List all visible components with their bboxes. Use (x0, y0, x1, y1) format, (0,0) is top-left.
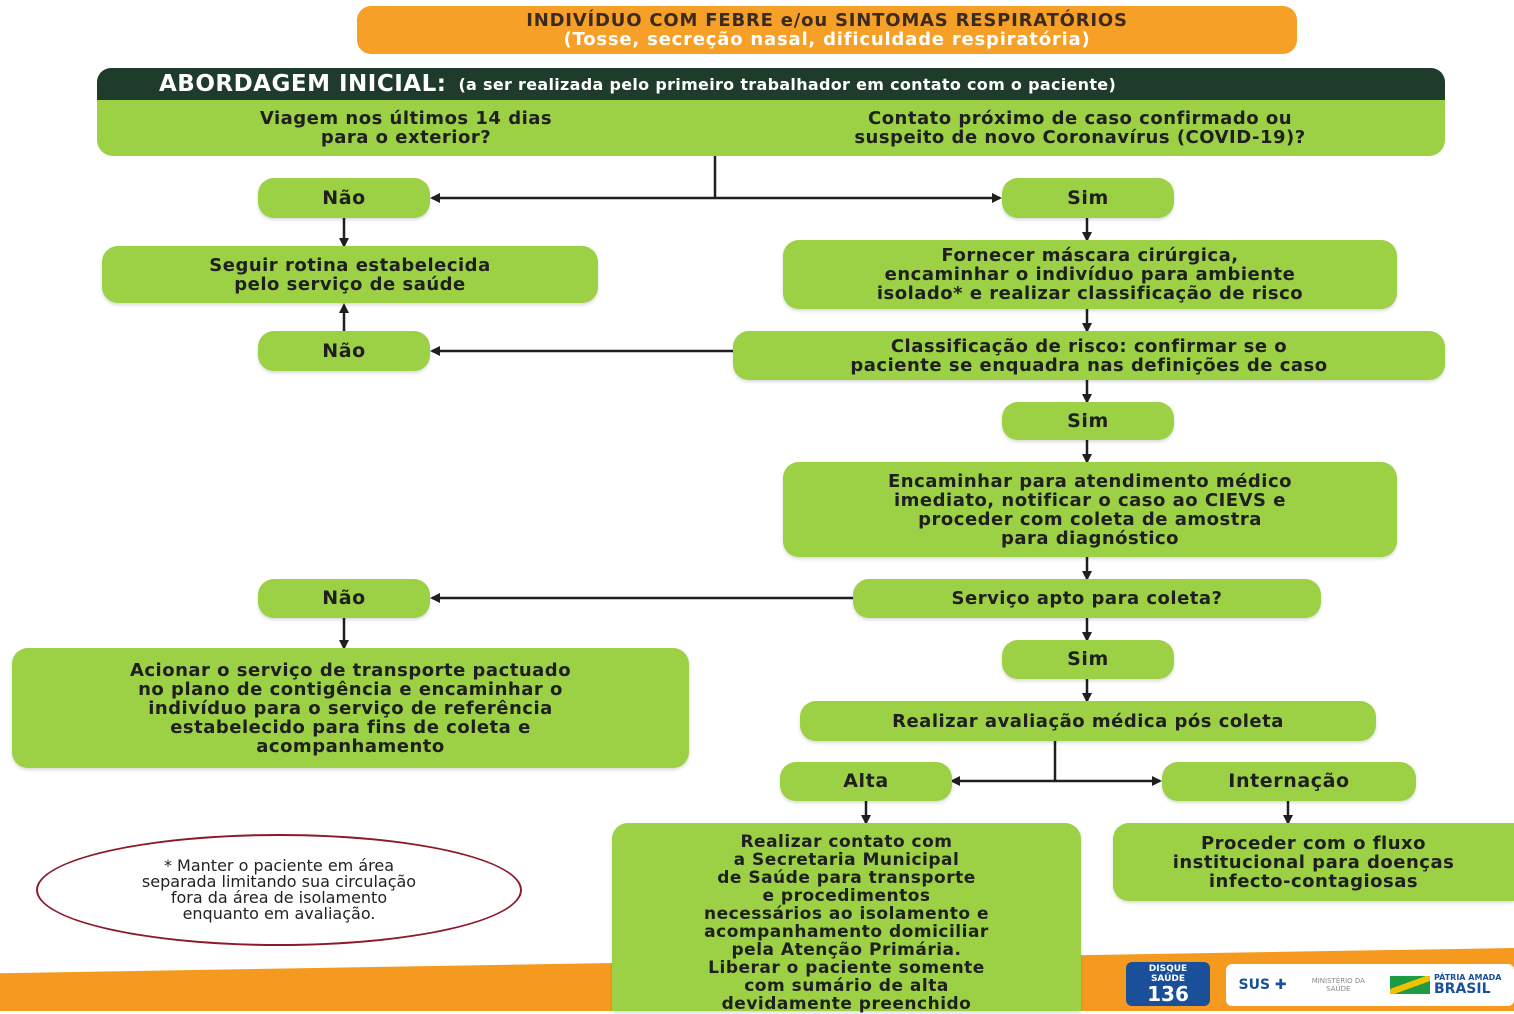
node-classificacao-risco: Classificação de risco: confirmar se o p… (733, 331, 1445, 380)
approach-title: ABORDAGEM INICIAL: (159, 71, 447, 97)
node-contato-line: e procedimentos (762, 886, 931, 906)
disque-saude-logo: DISQUE SAÚDE 136 (1126, 962, 1210, 1006)
node-avaliacao-medica: Realizar avaliação médica pós coleta (800, 701, 1376, 741)
node-proceder-line: Proceder com o fluxo (1200, 832, 1427, 854)
patria-line: PÁTRIA AMADA (1434, 973, 1502, 982)
node-fornecer-line: isolado* e realizar classificação de ris… (876, 283, 1304, 304)
question-contact: Contato próximo de caso confirmado ou su… (715, 100, 1445, 156)
node-avaliacao-label: Realizar avaliação médica pós coleta (892, 710, 1284, 732)
node-alta: Alta (780, 762, 952, 801)
node-fornecer-mascara: Fornecer máscara cirúrgica, encaminhar o… (783, 240, 1397, 309)
node-seguir-rotina: Seguir rotina estabelecida pelo serviço … (102, 246, 598, 303)
node-fornecer-line: encaminhar o indivíduo para ambiente (884, 264, 1296, 285)
node-servico-apto: Serviço apto para coleta? (853, 579, 1321, 618)
disque-number: 136 (1147, 982, 1189, 1006)
node-encaminhar-atendimento: Encaminhar para atendimento médico imedi… (783, 462, 1397, 557)
node-contato-line: necessários ao isolamento e (704, 904, 989, 924)
node-proceder-line: institucional para doenças (1172, 851, 1455, 873)
node-servico-label: Serviço apto para coleta? (951, 588, 1223, 609)
approach-note: (a ser realizada pelo primeiro trabalhad… (458, 74, 1117, 94)
sus-logo-icon: SUS ✚ (1238, 977, 1287, 993)
node-proceder-line: infecto-contagiosas (1208, 870, 1419, 892)
node-classificacao-line: paciente se enquadra nas definições de c… (850, 354, 1328, 376)
node-acionar-line: estabelecido para fins de coleta e (170, 716, 531, 738)
node-acionar-line: no plano de contigência e encaminhar o (138, 678, 563, 700)
ministerio-logo: MINISTÉRIO DA SAÚDE (1312, 977, 1365, 993)
flag-icon (1390, 976, 1431, 994)
node-encaminhar-line: Encaminhar para atendimento médico (888, 470, 1292, 492)
ministerio-line: SAÚDE (1326, 985, 1351, 993)
node-seguir-line: Seguir rotina estabelecida (209, 254, 491, 276)
node-contato-line: de Saúde para transporte (717, 868, 976, 888)
node-sim-1: Sim (1002, 178, 1174, 218)
node-contato-line: Liberar o paciente somente (708, 958, 985, 978)
node-proceder-fluxo: Proceder com o fluxo institucional para … (1113, 823, 1514, 901)
node-sim-2: Sim (1002, 402, 1174, 440)
node-contato-line: a Secretaria Municipal (733, 850, 960, 870)
node-nao-1-label: Não (322, 186, 366, 209)
node-contato-line: devidamente preenchido (721, 994, 972, 1014)
node-contato-secretaria: Realizar contato com a Secretaria Munici… (612, 823, 1081, 1014)
node-acionar-line: Acionar o serviço de transporte pactuado (129, 659, 572, 681)
question-contact-line: suspeito de novo Coronavírus (COVID-19)? (854, 127, 1306, 148)
footnote-line: fora da área de isolamento (170, 888, 388, 907)
node-alta-label: Alta (843, 770, 889, 792)
node-nao-2: Não (258, 331, 430, 371)
disque-line: SAÚDE (1150, 974, 1186, 984)
node-encaminhar-line: imediato, notificar o caso ao CIEVS e (894, 489, 1286, 511)
node-acionar-line: acompanhamento (256, 735, 445, 757)
node-seguir-line: pelo serviço de saúde (234, 273, 466, 295)
question-travel-line: Viagem nos últimos 14 dias (259, 108, 553, 129)
question-contact-line: Contato próximo de caso confirmado ou (867, 108, 1293, 129)
footnote-line: * Manter o paciente em área (163, 856, 395, 875)
patria-line: BRASIL (1434, 981, 1491, 997)
header-box: INDIVÍDUO COM FEBRE e/ou SINTOMAS RESPIR… (357, 6, 1297, 54)
node-contato-line: acompanhamento domiciliar (704, 922, 989, 942)
header-title: INDIVÍDUO COM FEBRE e/ou SINTOMAS RESPIR… (526, 10, 1128, 31)
approach-questions: Viagem nos últimos 14 dias para o exteri… (97, 100, 1445, 156)
question-travel-line: para o exterior? (320, 127, 492, 148)
node-nao-2-label: Não (322, 339, 366, 362)
isolation-footnote: * Manter o paciente em área separada lim… (36, 834, 522, 946)
header-subtitle: (Tosse, secreção nasal, dificuldade resp… (563, 29, 1091, 50)
patria-text: PÁTRIA AMADA BRASIL (1434, 973, 1501, 997)
disque-line: DISQUE (1148, 964, 1188, 974)
footnote-line: separada limitando sua circulação (141, 872, 417, 891)
node-nao-1: Não (258, 178, 430, 218)
question-travel: Viagem nos últimos 14 dias para o exteri… (97, 100, 715, 156)
node-nao-3-label: Não (322, 587, 366, 609)
node-nao-3: Não (258, 579, 430, 618)
node-contato-line: com sumário de alta (744, 976, 949, 996)
node-encaminhar-line: proceder com coleta de amostra (918, 508, 1262, 530)
node-sim-3: Sim (1002, 640, 1174, 679)
node-fornecer-line: Fornecer máscara cirúrgica, (941, 245, 1239, 266)
node-sim-1-label: Sim (1067, 186, 1109, 209)
government-logos: SUS ✚ MINISTÉRIO DA SAÚDE PÁTRIA AMADA B… (1226, 964, 1514, 1006)
ministerio-line: MINISTÉRIO DA (1311, 977, 1365, 985)
node-classificacao-line: Classificação de risco: confirmar se o (890, 335, 1288, 357)
patria-logo: PÁTRIA AMADA BRASIL (1390, 973, 1501, 997)
node-internacao: Internação (1162, 762, 1416, 801)
approach-header: ABORDAGEM INICIAL: (a ser realizada pelo… (97, 68, 1445, 100)
node-sim-2-label: Sim (1067, 409, 1109, 432)
node-contato-line: Realizar contato com (740, 832, 953, 852)
node-acionar-line: indivíduo para o serviço de referência (148, 697, 553, 719)
node-sim-3-label: Sim (1067, 648, 1109, 670)
node-acionar-transporte: Acionar o serviço de transporte pactuado… (12, 648, 689, 768)
node-encaminhar-line: para diagnóstico (1000, 527, 1180, 549)
node-internacao-label: Internação (1228, 770, 1350, 792)
node-contato-line: pela Atenção Primária. (731, 940, 962, 960)
footnote-line: enquanto em avaliação. (182, 904, 376, 923)
